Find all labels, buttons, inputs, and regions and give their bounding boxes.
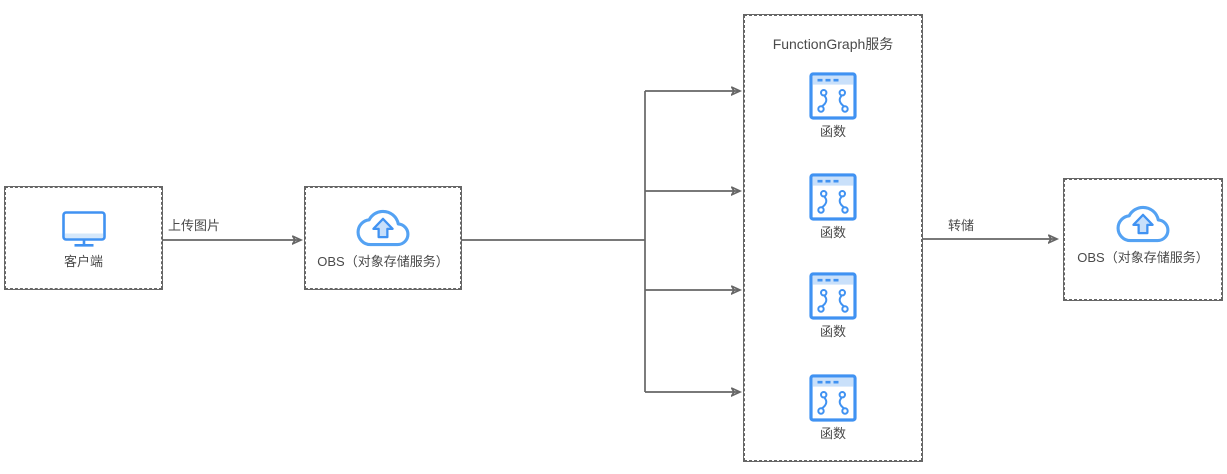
function-window-icon [809, 173, 857, 221]
node-obs-source-label: OBS（对象存储服务） [317, 254, 449, 269]
node-obs-target-content: OBS（对象存储服务） [1064, 179, 1222, 300]
monitor-icon [61, 211, 106, 247]
node-obs-source: OBS（对象存储服务） [304, 186, 462, 290]
node-functiongraph: FunctionGraph服务 函数 [743, 14, 923, 462]
edge-label-dump: 转储 [948, 218, 975, 233]
function-node-2: 函数 [744, 173, 922, 240]
function-window-icon [809, 272, 857, 320]
function-node-3-label: 函数 [819, 324, 846, 339]
node-client: 客户端 [4, 186, 163, 290]
edge-label-upload: 上传图片 [168, 218, 221, 233]
node-client-content: 客户端 [5, 187, 162, 289]
function-node-4: 函数 [744, 374, 922, 441]
cloud-upload-icon [1116, 205, 1170, 243]
connector-fanout [461, 91, 740, 392]
function-window-icon [809, 374, 857, 422]
function-node-3: 函数 [744, 272, 922, 339]
function-node-1: 函数 [744, 72, 922, 139]
node-obs-target-label: OBS（对象存储服务） [1077, 250, 1209, 265]
functiongraph-title: FunctionGraph服务 [772, 36, 894, 52]
function-node-2-label: 函数 [819, 225, 846, 240]
function-node-4-label: 函数 [819, 426, 846, 441]
function-window-icon [809, 72, 857, 120]
node-obs-target: OBS（对象存储服务） [1063, 178, 1223, 301]
cloud-upload-icon [356, 209, 410, 247]
node-client-label: 客户端 [63, 254, 103, 269]
node-obs-source-content: OBS（对象存储服务） [305, 187, 461, 289]
function-node-1-label: 函数 [819, 124, 846, 139]
